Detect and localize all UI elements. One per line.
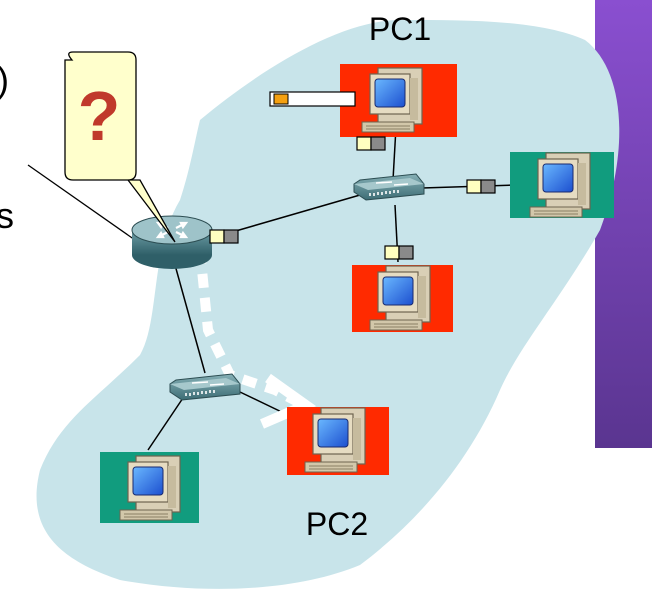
pc1-label: PC1 — [369, 11, 431, 47]
edge-paren-text: ) — [0, 59, 9, 100]
network-interface-icon — [356, 136, 386, 151]
network-interface-icon — [269, 91, 356, 107]
packet-path-arrow — [260, 373, 317, 429]
network-cloud — [36, 20, 620, 589]
computer-icon — [529, 152, 591, 218]
network-interface-icon — [466, 179, 496, 194]
computer-icon — [361, 67, 423, 133]
network-interface-icon — [384, 245, 414, 260]
annotation-line — [27, 164, 136, 241]
edge-s-text: s — [0, 195, 14, 236]
router-icon — [131, 215, 213, 269]
computer-icon — [304, 407, 366, 473]
question-callout: ? — [64, 51, 176, 243]
network-interface-icon — [209, 229, 239, 244]
question-mark: ? — [78, 77, 121, 155]
pc2-label: PC2 — [306, 506, 368, 542]
computer-icon — [119, 455, 181, 521]
computer-icon — [369, 265, 431, 331]
